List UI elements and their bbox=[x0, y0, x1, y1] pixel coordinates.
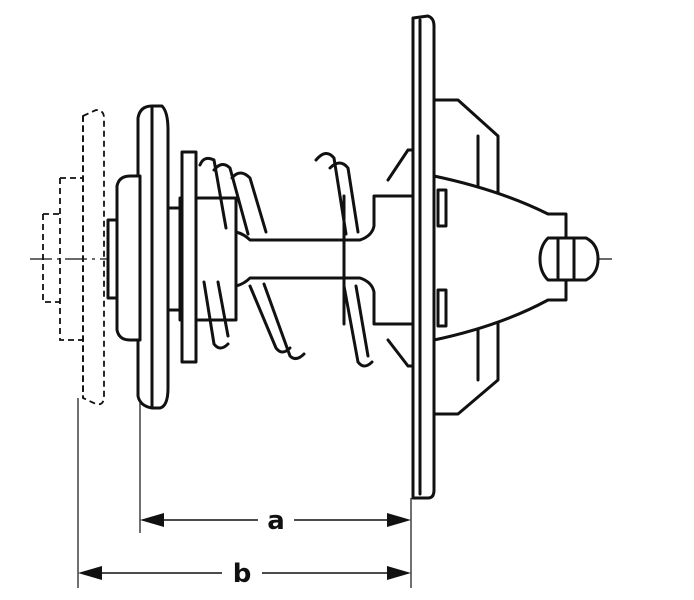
coil-spring bbox=[180, 150, 374, 368]
dimension-b-label: b bbox=[233, 559, 252, 589]
thermostat-stem bbox=[166, 148, 422, 368]
dimension-a-label: a bbox=[267, 506, 285, 536]
open-valve-ghost bbox=[42, 109, 105, 406]
dimension-b: b bbox=[78, 559, 411, 589]
mounting-flange bbox=[411, 14, 436, 500]
housing-bridge bbox=[432, 98, 568, 416]
thermostat-pin bbox=[538, 236, 600, 282]
valve-disc bbox=[106, 104, 170, 410]
dimension-a: a bbox=[140, 506, 411, 536]
